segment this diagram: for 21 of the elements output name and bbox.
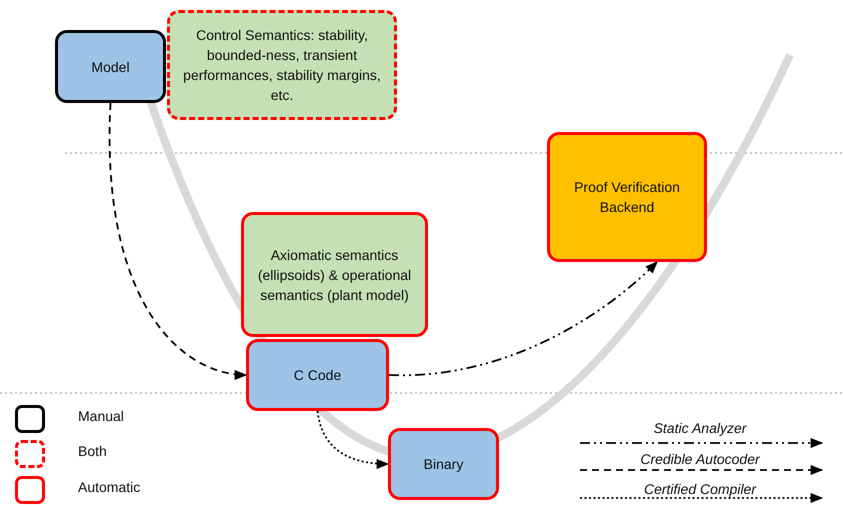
node-text: Binary <box>424 455 464 474</box>
legend-text: Manual <box>78 408 124 424</box>
node-text: Proof Verification Backend <box>573 178 681 217</box>
arrow <box>316 410 390 469</box>
legend-text: Both <box>78 443 107 459</box>
model-box <box>55 30 166 103</box>
node-text: C Code <box>294 366 342 385</box>
binary-box <box>388 428 499 500</box>
legend-text: Credible Autocoder <box>639 451 761 467</box>
semantics-box <box>241 212 428 337</box>
code-box <box>246 339 389 411</box>
node-text: Axiomatic semantics (ellipsoids) & operational semantics (plant model) <box>256 246 412 304</box>
arrow <box>108 102 248 379</box>
semantics-box <box>167 10 397 120</box>
legend-text: Certified Compiler <box>642 481 758 497</box>
legend-text: Static Analyzer <box>652 420 748 436</box>
node-text: Control Semantics: stability, bounded-ness, transient performances, stability margins, etc. <box>182 26 382 105</box>
backend-box <box>547 132 707 262</box>
node-text: Model <box>91 58 130 76</box>
legend-text: Automatic <box>78 479 140 495</box>
arrow <box>389 261 658 376</box>
